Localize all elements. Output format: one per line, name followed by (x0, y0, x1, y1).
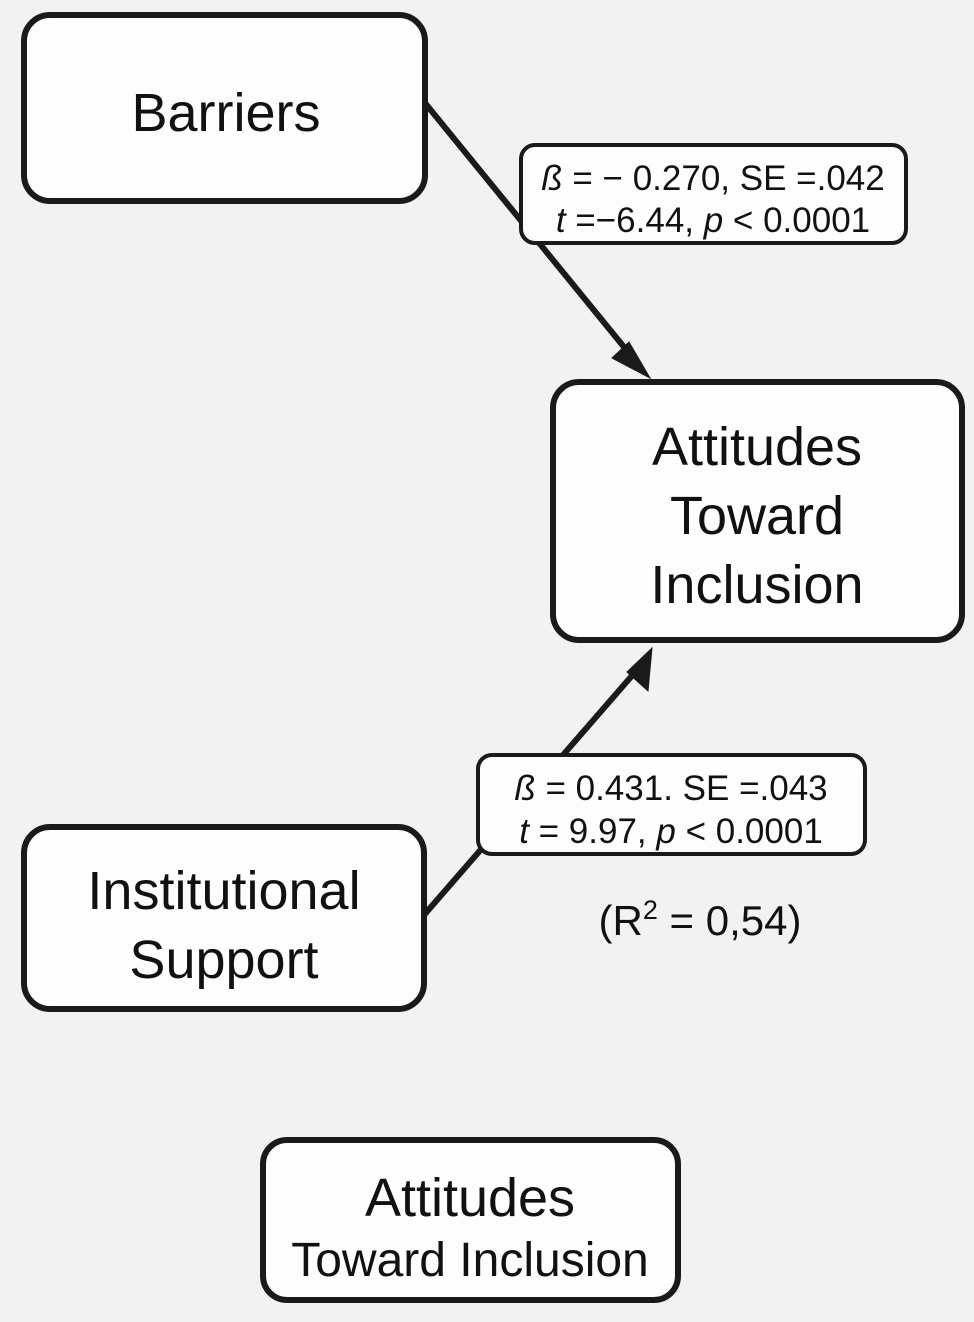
p-symbol-support: p (655, 812, 675, 851)
stat-label-barriers-to-attitudes: ß = − 0.270, SE =.042 t =−6.44, p < 0.00… (519, 143, 908, 245)
t-symbol-barriers: t (556, 201, 567, 240)
node-attitudes-toward-inclusion[interactable]: Attitudes Toward Inclusion (550, 379, 965, 643)
node-attitudes-legend-line1: Attitudes (365, 1168, 575, 1228)
stat-label-barriers-line1: ß = − 0.270, SE =.042 (541, 159, 884, 198)
stat-label-barriers-shape (519, 143, 908, 245)
node-attitudes-label-line2: Toward (670, 486, 844, 546)
node-institutional-support-shape[interactable] (21, 824, 427, 1012)
t-value-support: = 9.97, (529, 812, 656, 851)
stat-label-support-line2: t = 9.97, p < 0.0001 (519, 812, 823, 851)
arrowhead-barriers (611, 341, 652, 380)
node-attitudes-legend-line2: Toward Inclusion (291, 1234, 649, 1287)
stat-label-barriers-line2: t =−6.44, p < 0.0001 (556, 201, 870, 240)
beta-symbol-barriers: ß (541, 159, 562, 198)
t-value-barriers: =−6.44, (566, 201, 704, 240)
node-attitudes-shape[interactable] (550, 379, 965, 643)
r-squared-prefix: (R (599, 897, 643, 944)
stat-label-support-to-attitudes: ß = 0.431. SE =.043 t = 9.97, p < 0.0001 (476, 753, 867, 856)
stat-label-support-line1: ß = 0.431. SE =.043 (514, 769, 827, 808)
node-institutional-support[interactable]: Institutional Support (21, 824, 427, 1012)
p-symbol-barriers: p (703, 201, 723, 240)
node-attitudes-label-line3: Inclusion (650, 555, 863, 615)
t-symbol-support: t (519, 812, 530, 851)
node-barriers[interactable]: Barriers (21, 12, 428, 204)
node-attitudes-legend-shape[interactable] (260, 1137, 681, 1303)
node-attitudes-legend[interactable]: Attitudes Toward Inclusion (260, 1137, 681, 1303)
stat-label-support-shape (476, 753, 867, 856)
node-attitudes-label-line1: Attitudes (652, 417, 862, 477)
r-squared-annotation: (R2 = 0,54) (599, 895, 802, 944)
r-squared-superscript: 2 (643, 895, 658, 925)
node-barriers-shape[interactable] (21, 12, 428, 204)
node-barriers-label: Barriers (131, 83, 320, 143)
node-institutional-support-label-line1: Institutional (87, 861, 360, 921)
beta-symbol-support: ß (514, 769, 535, 808)
beta-value-barriers: = − 0.270, SE =.042 (563, 159, 885, 198)
beta-value-support: = 0.431. SE =.043 (536, 769, 828, 808)
arrowhead-support (626, 646, 653, 693)
node-institutional-support-label-line2: Support (129, 930, 318, 990)
p-value-barriers: < 0.0001 (723, 201, 870, 240)
r-squared-suffix: = 0,54) (658, 897, 802, 944)
p-value-support: < 0.0001 (676, 812, 823, 851)
